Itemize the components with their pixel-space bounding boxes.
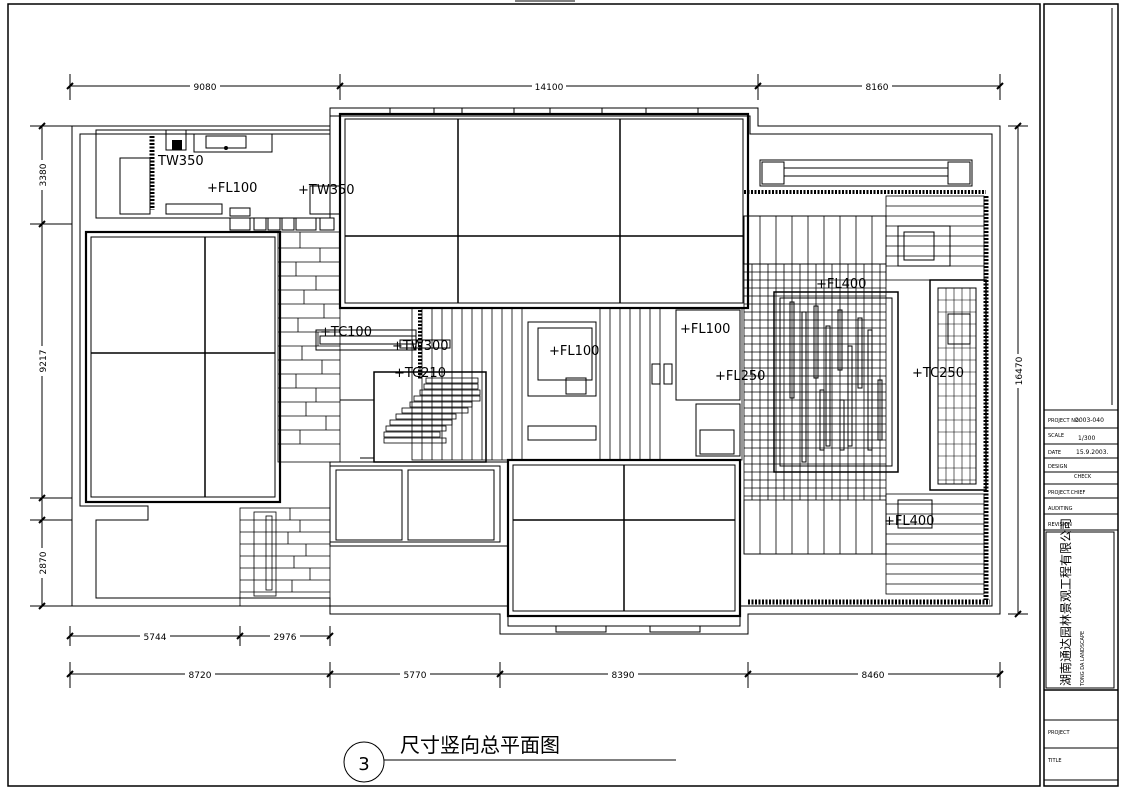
dim-left-2: 9217	[39, 350, 49, 373]
tb-design-label: DESIGN	[1048, 464, 1068, 470]
spot-level-labels: TW350 +FL100 +TW350 +FL400 +TC100 +TW300…	[157, 154, 964, 529]
title-text: 尺寸竖向总平面图	[400, 733, 560, 757]
dim-bottom-inner-2: 2976	[274, 633, 297, 643]
label-tw300: +TW300	[392, 339, 449, 354]
tb-audit-label: AUDITING	[1048, 506, 1073, 512]
dim-bottom-outer-3: 8390	[612, 671, 635, 681]
label-fl100-b: +FL100	[549, 344, 599, 359]
dim-top-3: 8160	[866, 83, 889, 93]
tb-project-no: 2003-040	[1075, 417, 1104, 424]
dim-bottom-inner-1: 5744	[144, 633, 167, 643]
title-block: PROJECT NO. 2003-040 SCALE 1/300 DATE 15…	[1044, 8, 1118, 781]
brick-borders	[149, 136, 990, 605]
title-number-circle	[343, 741, 385, 783]
dim-bottom-outer-2: 5770	[404, 671, 427, 681]
tb-scale-label: SCALE	[1048, 433, 1064, 439]
tb-company: 湖南通达园林景观工程有限公司	[1058, 518, 1073, 686]
dim-bottom-outer-1: 8720	[189, 671, 212, 681]
tb-project-chief-label: PROJECT.CHIEF	[1048, 490, 1085, 496]
label-fl100-a: +FL100	[207, 181, 257, 196]
tb-title-label: TITLE	[1047, 758, 1062, 764]
label-tc100: +TC100	[320, 325, 372, 340]
dim-bottom-outer-4: 8460	[862, 671, 885, 681]
drawing-title: 3 尺寸竖向总平面图	[343, 733, 676, 783]
label-fl400-b: +FL400	[884, 514, 934, 529]
label-tw350-b: +TW350	[298, 183, 355, 198]
tb-date: 15.9.2003.	[1076, 449, 1109, 456]
label-tw350-a: TW350	[157, 154, 204, 169]
label-fl400-a: +FL400	[816, 277, 866, 292]
tb-revision-label: REVISION	[1048, 522, 1072, 528]
title-block-frame	[1043, 3, 1119, 787]
tb-project-label: PROJECT	[1048, 730, 1071, 736]
dimension-texts: 9080 14100 8160 5744 2976 8720 5770 8390…	[36, 80, 1025, 681]
dim-left-3: 2870	[39, 551, 49, 574]
tb-check-label: CHECK	[1074, 474, 1092, 480]
dim-right-1: 16470	[1015, 356, 1025, 385]
label-tc210: +TC210	[394, 366, 446, 381]
drawing-frame	[7, 3, 1041, 787]
dim-left-1: 3380	[39, 163, 49, 186]
tb-company-en: TONG DA LANDSCAPE	[1080, 631, 1086, 687]
label-fl250: +FL250	[715, 369, 765, 384]
title-number: 3	[358, 754, 369, 775]
dim-top-1: 9080	[194, 83, 217, 93]
label-fl100-c: +FL100	[680, 322, 730, 337]
dim-top-2: 14100	[535, 83, 564, 93]
tb-date-label: DATE	[1048, 450, 1061, 456]
label-tc250: +TC250	[912, 366, 964, 381]
garden-features	[165, 159, 987, 529]
tb-project-no-label: PROJECT NO.	[1048, 418, 1081, 424]
tb-scale: 1/300	[1078, 435, 1095, 442]
